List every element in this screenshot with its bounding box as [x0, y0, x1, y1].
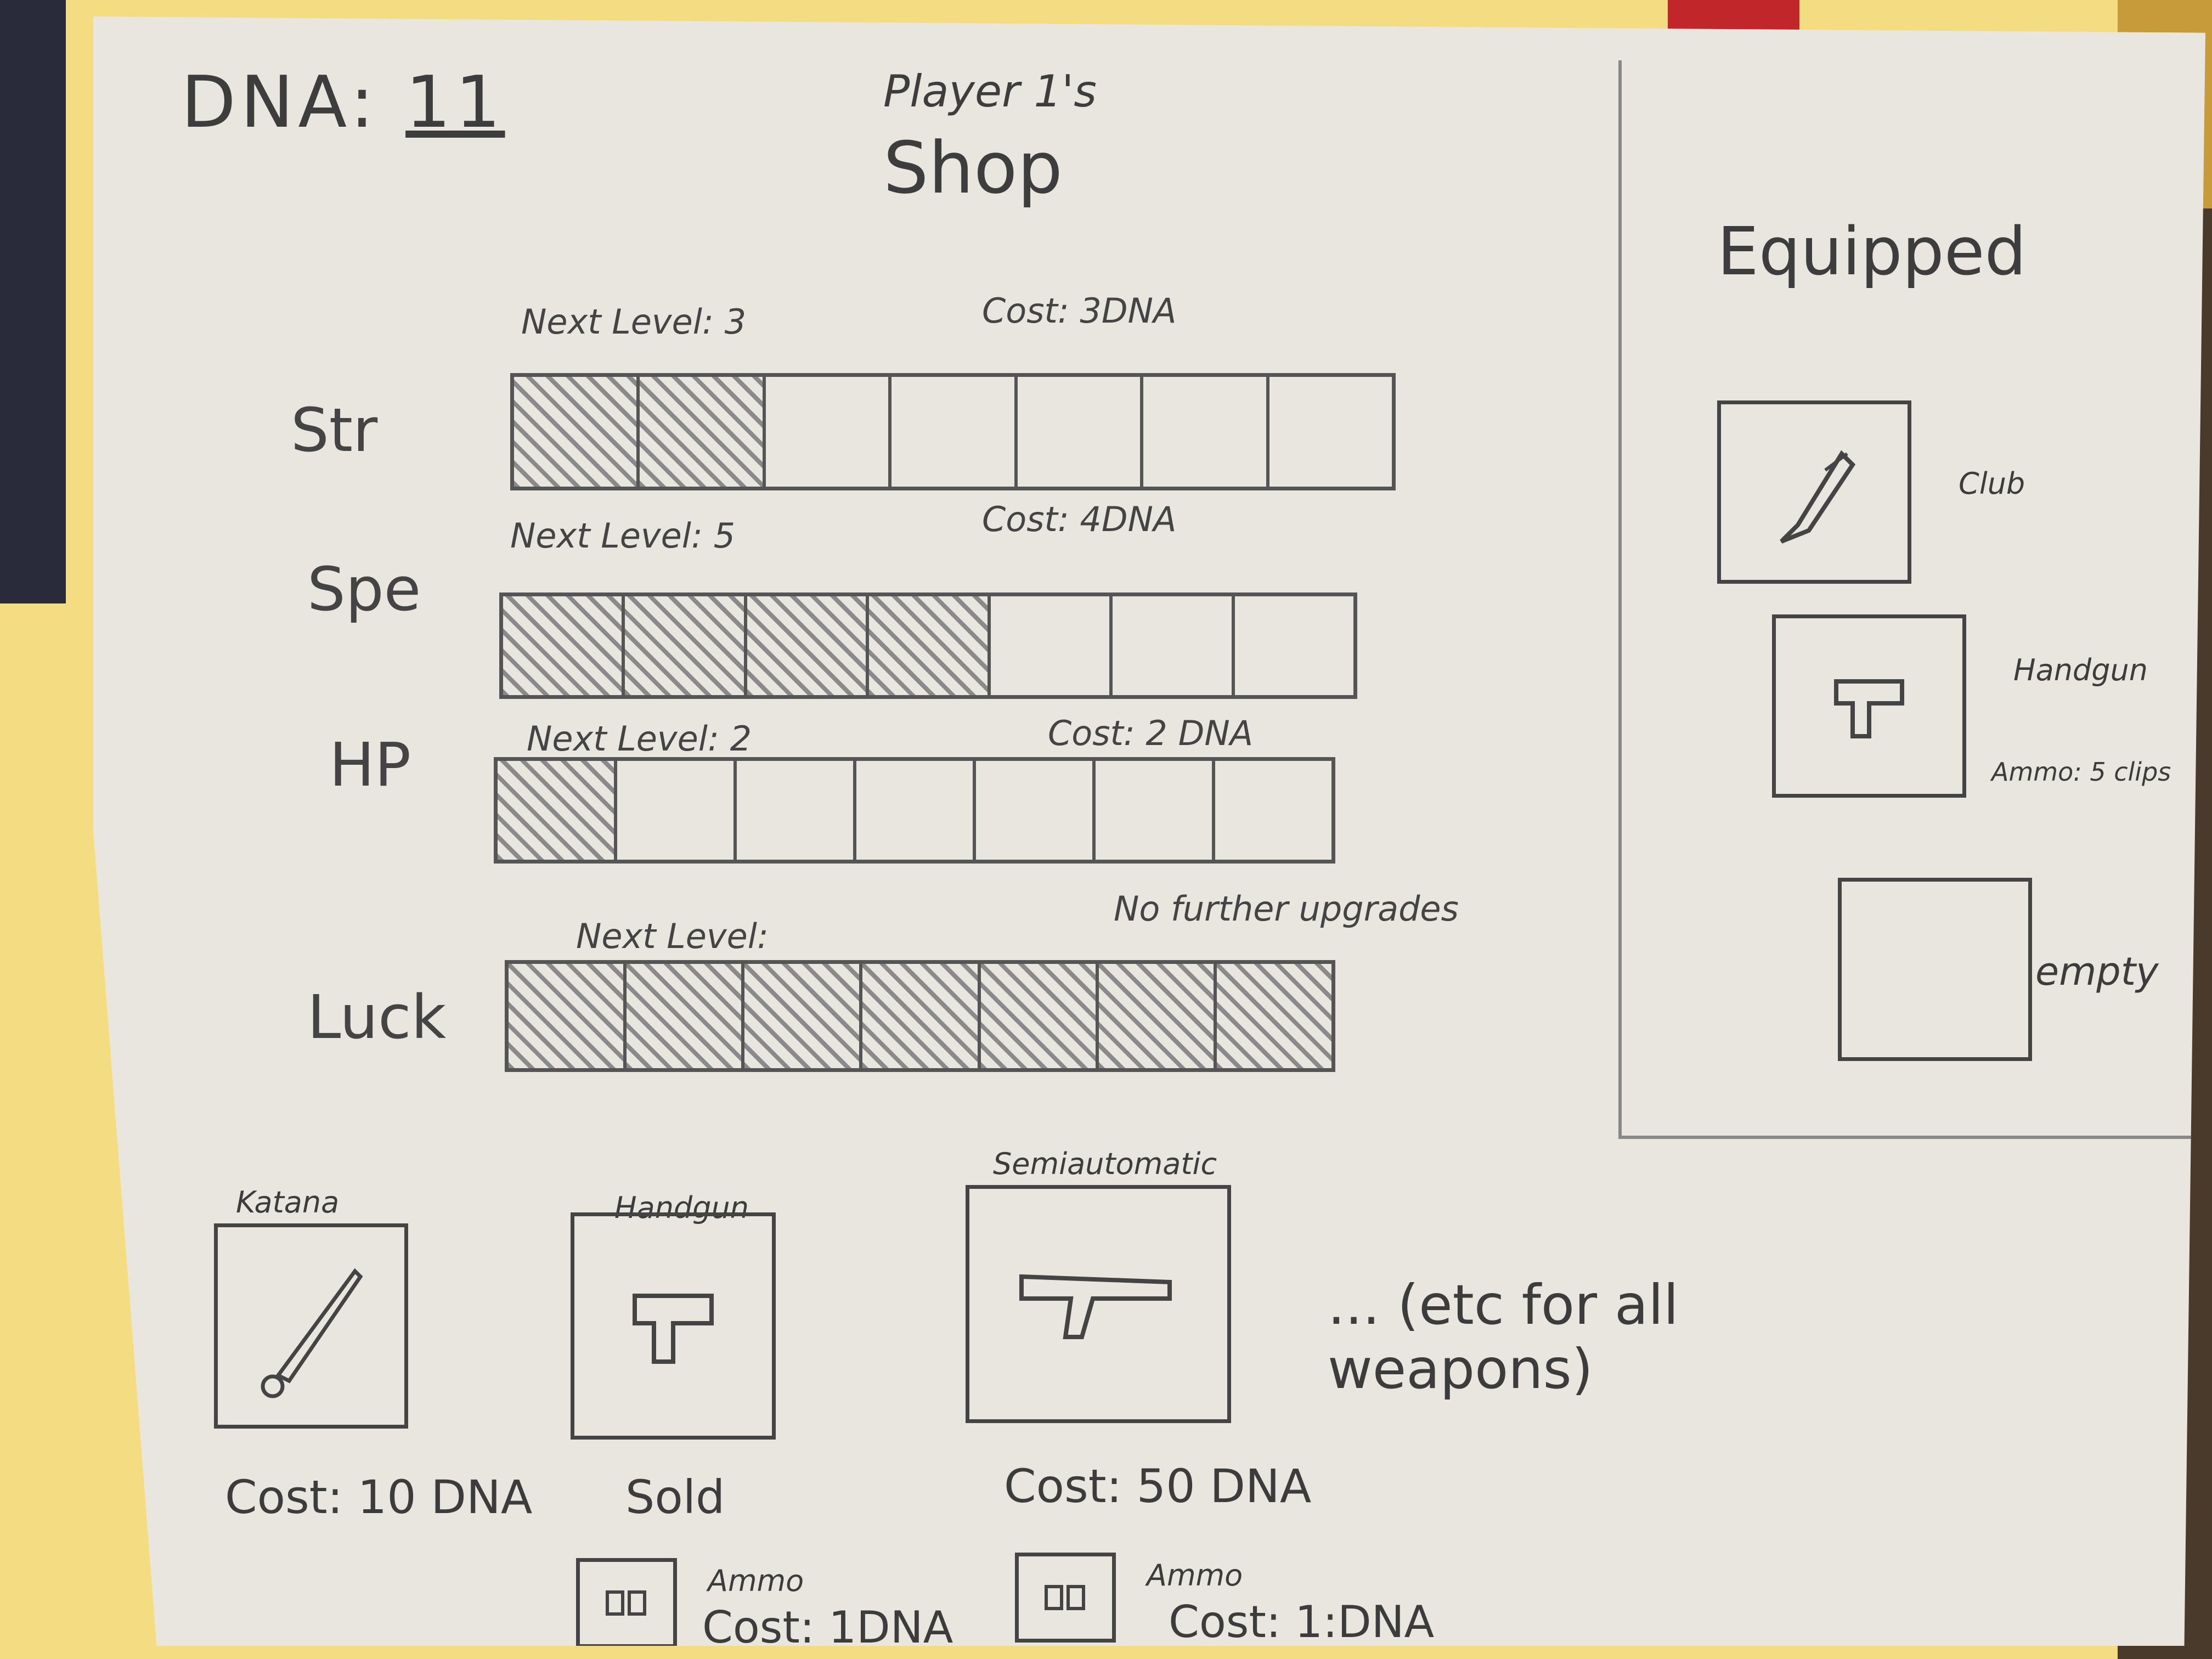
- shop-item-3[interactable]: [966, 1185, 1231, 1423]
- equipped-panel: [1618, 60, 2198, 1139]
- dna-counter: DNA: 11: [181, 60, 505, 144]
- luck-next-level: Next Level:: [576, 916, 769, 956]
- shop-item-3-name: Semiautomatic: [993, 1147, 1217, 1181]
- ammo-item-2[interactable]: [1015, 1553, 1116, 1643]
- ammo-item-1-cost: Cost: 1DNA: [702, 1602, 953, 1653]
- equipped-slot-2[interactable]: [1772, 614, 1966, 798]
- bar-segment-filled: [980, 964, 1099, 1068]
- bar-segment-filled: [625, 596, 747, 695]
- ammo-item-1-label: Ammo: [708, 1564, 804, 1598]
- bar-segment-empty: [1113, 596, 1235, 695]
- bar-segment-filled: [503, 596, 625, 695]
- handgun-icon: [633, 1294, 714, 1364]
- hp-next-level: Next Level: 2: [527, 719, 752, 759]
- shop-item-2[interactable]: [571, 1212, 776, 1440]
- shop-owner-title: Player 1's: [883, 66, 1097, 117]
- bar-segment-empty: [856, 761, 976, 860]
- luck-label: Luck: [307, 982, 447, 1052]
- luck-no-upgrades: No further upgrades: [1114, 889, 1459, 929]
- bar-segment-filled: [498, 761, 617, 860]
- bar-segment-empty: [891, 377, 1018, 487]
- equipped-title: Equipped: [1717, 214, 2027, 290]
- bar-segment-filled: [744, 964, 863, 1068]
- hp-cost: Cost: 2 DNA: [1048, 713, 1254, 753]
- spe-next-level: Next Level: 5: [510, 516, 736, 556]
- bar-segment-empty: [617, 761, 737, 860]
- ammo-icon: [606, 1590, 646, 1616]
- str-upgrade-bar[interactable]: [510, 373, 1396, 490]
- sketch-paper: DNA: 11 Player 1's Shop Next Level: 3 Co…: [93, 16, 2205, 1646]
- bar-segment-empty: [1143, 377, 1269, 487]
- bar-segment-filled: [640, 377, 766, 487]
- handgun-icon: [1834, 679, 1904, 738]
- bar-segment-empty: [1096, 761, 1215, 860]
- bar-segment-filled: [868, 596, 991, 695]
- dna-value: 11: [405, 60, 505, 144]
- equipped-slot-3[interactable]: [1838, 878, 2032, 1061]
- bar-segment-empty: [1018, 377, 1144, 487]
- str-label: Str: [291, 395, 378, 465]
- shop-item-1-cost: Cost: 10 DNA: [225, 1470, 533, 1524]
- bar-segment-empty: [1235, 596, 1353, 695]
- equipped-slot-3-label: empty: [2035, 949, 2159, 994]
- katana-icon: [261, 1268, 363, 1398]
- rifle-icon: [1019, 1274, 1172, 1339]
- luck-upgrade-bar[interactable]: [505, 960, 1335, 1072]
- hp-upgrade-bar[interactable]: [494, 757, 1335, 864]
- hp-label: HP: [329, 730, 411, 800]
- shop-title: Shop: [883, 126, 1063, 210]
- bar-segment-empty: [1215, 761, 1331, 860]
- shop-item-3-cost: Cost: 50 DNA: [1004, 1459, 1312, 1513]
- bar-segment-filled: [1216, 964, 1331, 1068]
- binder-edge: [0, 0, 66, 603]
- bar-segment-empty: [766, 377, 892, 487]
- equipped-slot-2-ammo: Ammo: 5 clips: [1991, 757, 2171, 787]
- etc-note: ... (etc for all weapons): [1328, 1273, 1679, 1401]
- ammo-item-2-cost: Cost: 1:DNA: [1169, 1596, 1435, 1647]
- str-cost: Cost: 3DNA: [982, 291, 1177, 331]
- spe-upgrade-bar[interactable]: [499, 592, 1357, 699]
- bar-segment-empty: [1269, 377, 1392, 487]
- bar-segment-filled: [627, 964, 745, 1068]
- spe-label: Spe: [307, 554, 421, 624]
- equipped-slot-2-label: Handgun: [2013, 653, 2148, 687]
- club-icon: [1780, 450, 1856, 544]
- bar-segment-filled: [509, 964, 627, 1068]
- bar-segment-filled: [514, 377, 640, 487]
- shop-item-1[interactable]: [214, 1223, 408, 1429]
- shop-item-2-name: Handgun: [614, 1190, 749, 1225]
- ammo-icon: [1045, 1585, 1085, 1610]
- dna-label: DNA:: [181, 60, 379, 144]
- spe-cost: Cost: 4DNA: [982, 499, 1177, 539]
- str-next-level: Next Level: 3: [521, 302, 747, 342]
- bar-segment-empty: [737, 761, 856, 860]
- equipped-slot-1-label: Club: [1959, 466, 2025, 501]
- bar-segment-empty: [991, 596, 1113, 695]
- ammo-item-2-label: Ammo: [1147, 1558, 1243, 1593]
- shop-item-1-name: Katana: [236, 1185, 340, 1220]
- bar-segment-filled: [862, 964, 981, 1068]
- bar-segment-empty: [976, 761, 1096, 860]
- equipped-slot-1[interactable]: [1717, 400, 1911, 584]
- ammo-item-1[interactable]: [576, 1558, 677, 1646]
- shop-item-2-status: Sold: [625, 1470, 725, 1524]
- bar-segment-filled: [747, 596, 869, 695]
- bar-segment-filled: [1098, 964, 1217, 1068]
